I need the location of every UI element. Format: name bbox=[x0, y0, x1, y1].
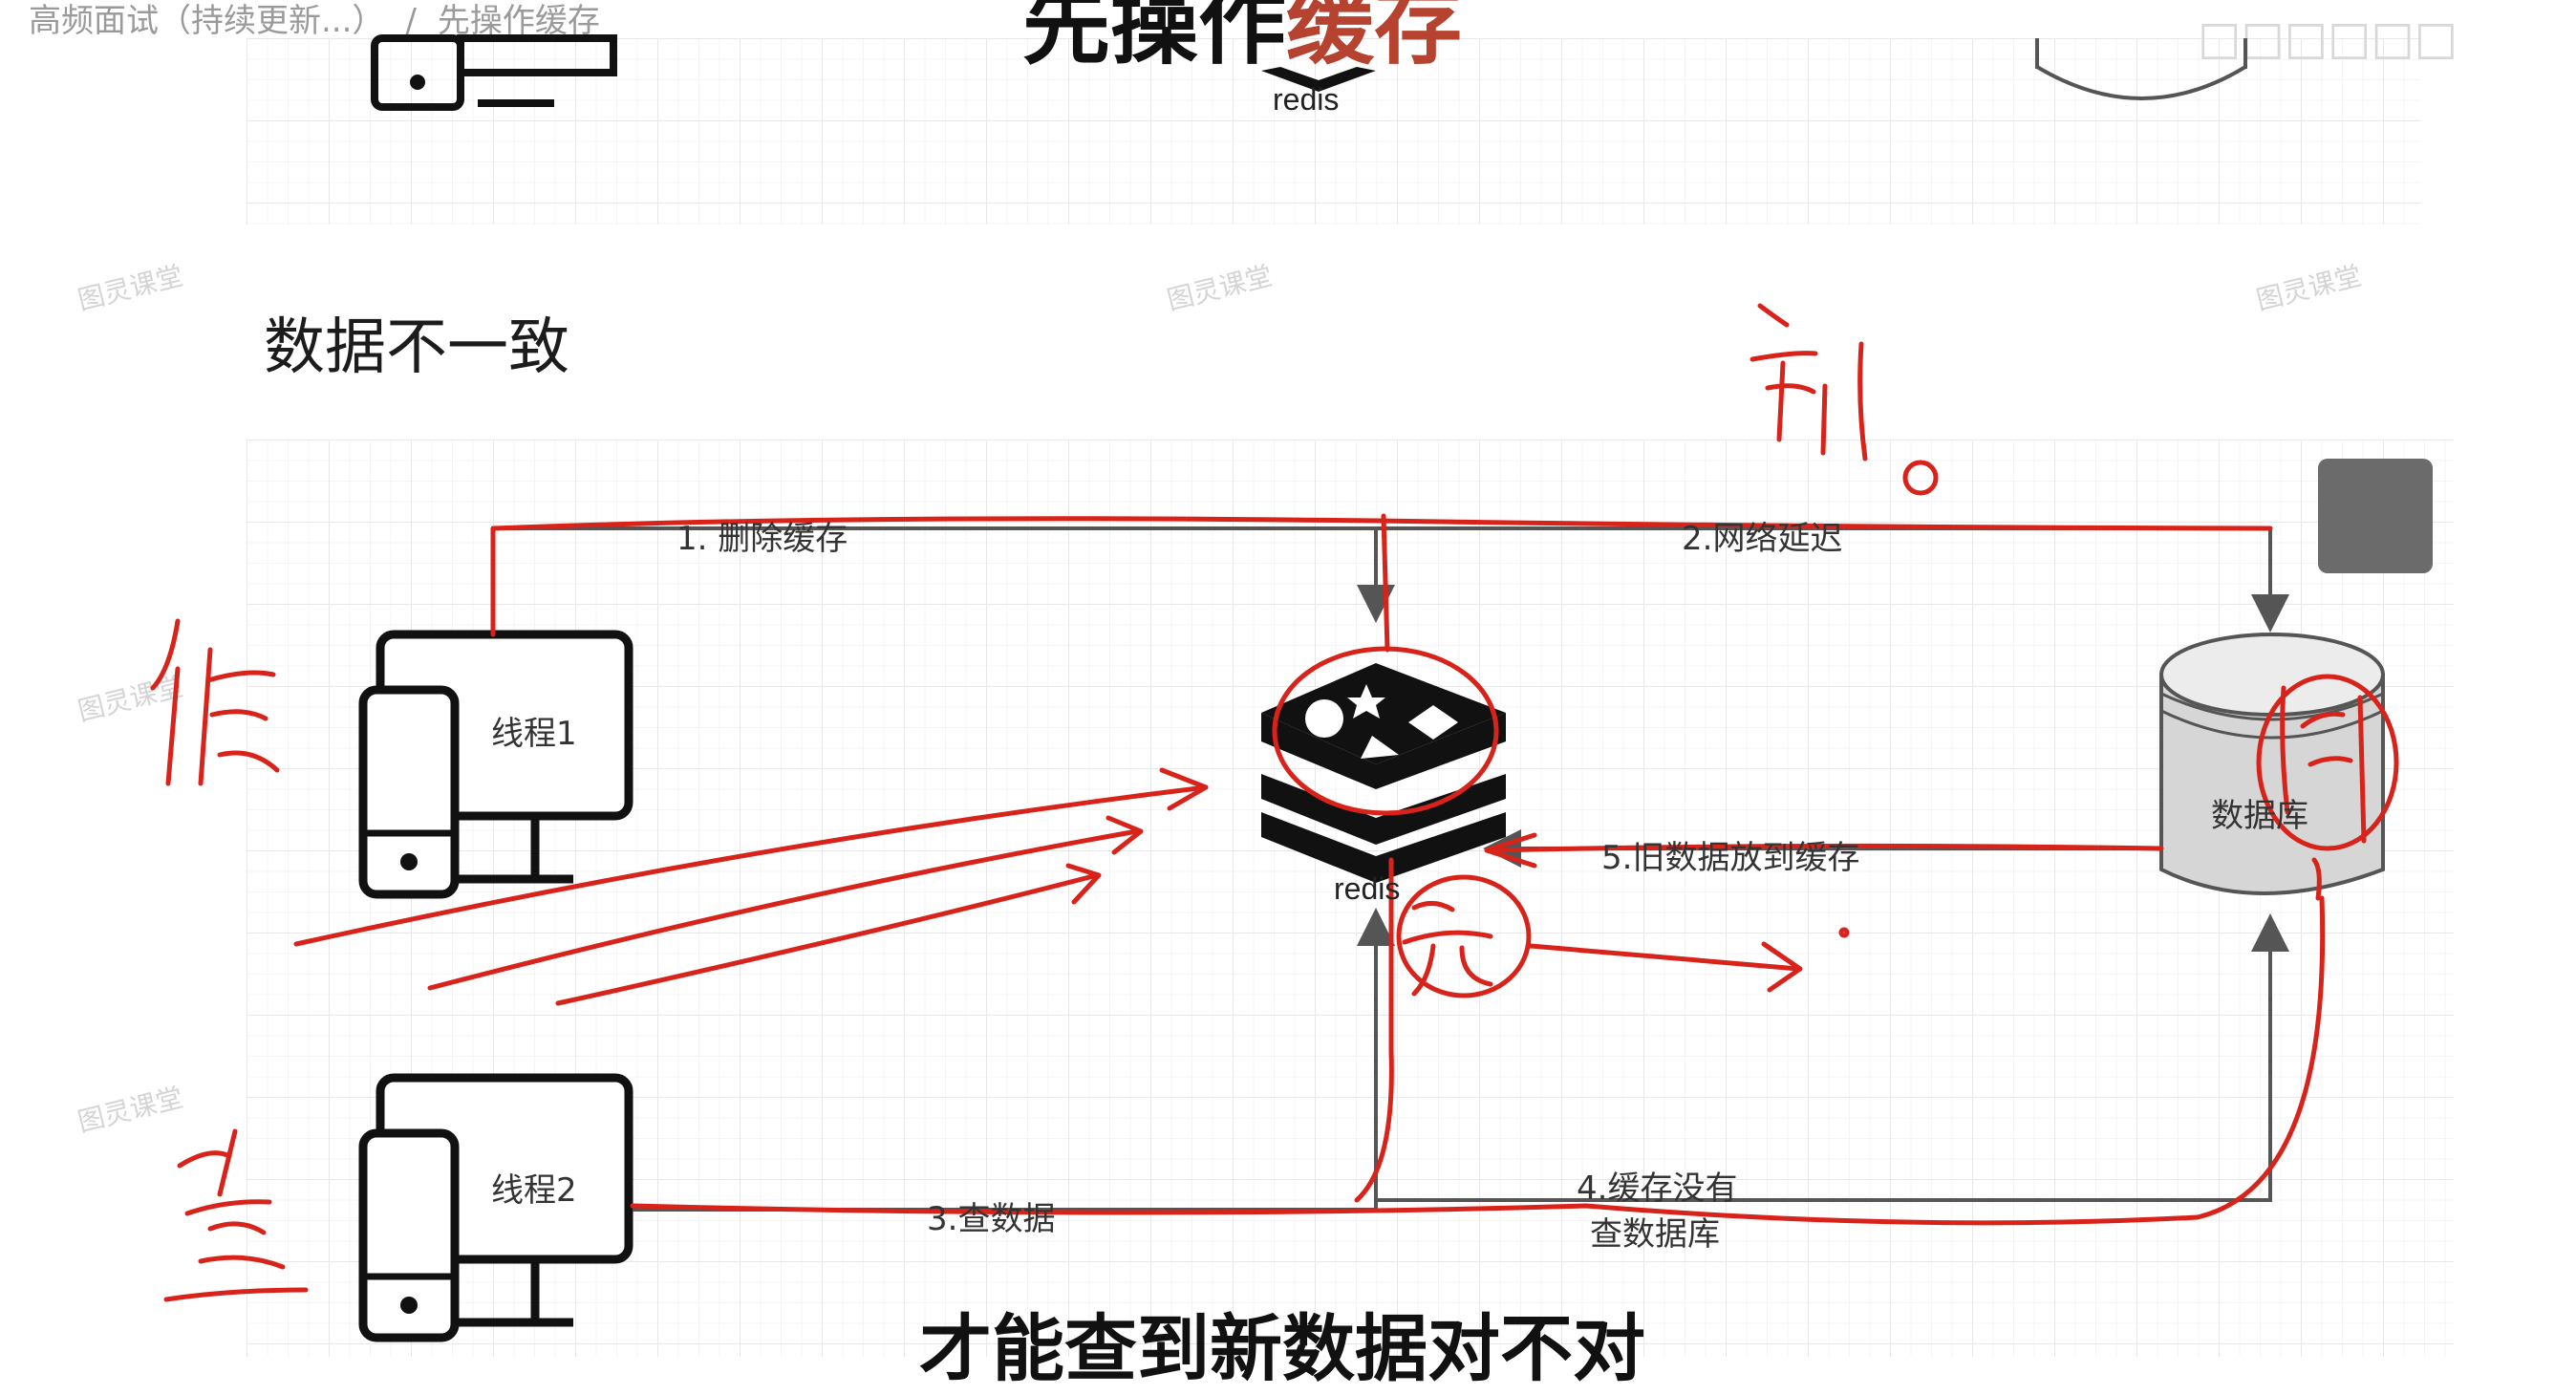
thread2-device-icon bbox=[358, 1073, 633, 1342]
top-redis-caption: redis bbox=[1273, 82, 1340, 117]
step1-label: 1. 删除缓存 bbox=[676, 520, 848, 558]
slide-title: 先操作缓存 bbox=[1022, 0, 1462, 81]
step2-label: 2.网络延迟 bbox=[1682, 520, 1843, 558]
top-right-watermark: □□□□□□ bbox=[2198, 11, 2458, 65]
redis-caption: redis bbox=[1334, 871, 1401, 906]
breadcrumb-current: 先操作缓存 bbox=[437, 2, 600, 40]
redis-icon bbox=[1261, 663, 1506, 883]
breadcrumb: 高频面试（持续更新...） / 先操作缓存 bbox=[29, 0, 600, 41]
section-heading: 数据不一致 bbox=[264, 312, 569, 383]
slide-title-part2: 缓存 bbox=[1286, 0, 1463, 76]
thread2-label: 线程2 bbox=[491, 1171, 577, 1210]
step5-label: 5.旧数据放到缓存 bbox=[1601, 839, 1860, 877]
breadcrumb-parent[interactable]: 高频面试（持续更新...） bbox=[29, 2, 385, 40]
database-label: 数据库 bbox=[2211, 797, 2308, 835]
top-database-icon bbox=[2035, 38, 2247, 100]
thread1-label: 线程1 bbox=[491, 715, 577, 753]
thread1-device-icon bbox=[358, 630, 633, 899]
top-device-icon bbox=[371, 34, 617, 111]
step4-label-line1: 4.缓存没有 bbox=[1577, 1170, 1738, 1208]
video-subtitle: 才能查到新数据对不对 bbox=[919, 1306, 1645, 1391]
handwritten-annotations bbox=[150, 303, 2399, 1302]
top-redis-icon bbox=[1261, 67, 1376, 92]
database-icon bbox=[2159, 633, 2385, 895]
step4-label-line2: 查数据库 bbox=[1590, 1215, 1720, 1254]
breadcrumb-separator: / bbox=[405, 2, 417, 40]
expand-button[interactable] bbox=[2318, 459, 2433, 573]
slide-title-part1: 先操作 bbox=[1022, 0, 1287, 76]
step3-label: 3.查数据 bbox=[927, 1200, 1056, 1238]
